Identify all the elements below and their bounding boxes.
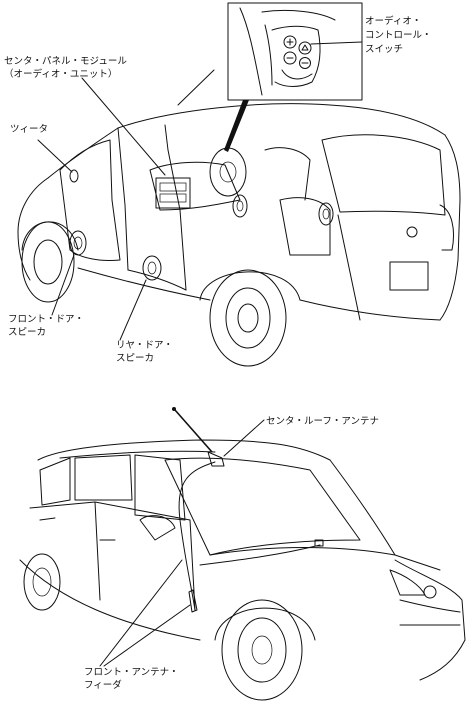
car-body-top — [17, 103, 461, 367]
license-plate-area — [389, 261, 429, 291]
roof-antenna-icon — [174, 409, 213, 453]
leader-rear-door-speaker — [119, 279, 147, 341]
car-exterior-diagram — [19, 407, 466, 701]
tweeter-graphic — [69, 169, 79, 183]
label-front-door-speaker-1: フロント・ドア・ — [8, 314, 85, 325]
label-center-panel-module-1: センタ・パネル・モジュール — [4, 56, 127, 67]
center-panel-module-graphic — [155, 177, 191, 209]
leader-center-panel — [81, 77, 166, 176]
label-rear-door-speaker-2: スピーカ — [116, 353, 155, 364]
label-audio-control-switch-2: コントロール・ — [365, 30, 432, 41]
mode-button-icon — [298, 41, 312, 55]
label-center-roof-antenna: センタ・ルーフ・アンテナ — [266, 416, 380, 427]
rear-speaker-graphic — [318, 202, 334, 226]
volume-down-button-icon — [283, 51, 297, 65]
leader-front-door-speaker — [51, 254, 75, 316]
volume-up-button-icon — [283, 35, 297, 49]
rear-wheel-top — [209, 269, 287, 367]
leader-roof-antenna — [223, 419, 265, 457]
front-wheel — [21, 221, 75, 303]
side-speaker-graphic — [232, 194, 248, 218]
label-front-antenna-feeder-2: フィーダ — [84, 680, 122, 691]
seek-button-icon — [299, 57, 311, 69]
label-rear-door-speaker-1: リヤ・ドア・ — [116, 340, 174, 351]
label-front-antenna-feeder-1: フロント・アンテナ・ — [84, 667, 179, 678]
front-wheel-bottom — [221, 599, 303, 701]
steering-switch-inset — [227, 2, 363, 101]
rear-antenna-icon — [177, 69, 215, 106]
label-front-door-speaker-2: スピーカ — [8, 327, 47, 338]
label-tweeter: ツィータ — [10, 124, 49, 135]
leader-feeder-1 — [99, 559, 183, 667]
leader-feeder-2 — [103, 604, 191, 667]
label-center-panel-module-2: （オーディオ・ユニット） — [4, 69, 118, 80]
steering-wheel — [209, 147, 247, 197]
leader-tweeter — [37, 139, 73, 173]
rear-door-speaker-graphic — [142, 255, 162, 281]
label-audio-control-switch-3: スイッチ — [365, 44, 404, 55]
antenna-feeder-cable — [178, 461, 216, 611]
front-door-speaker-graphic — [69, 230, 87, 256]
label-audio-control-switch-1: オーディオ・ — [365, 16, 422, 27]
inset-callout-pointer — [224, 100, 249, 152]
